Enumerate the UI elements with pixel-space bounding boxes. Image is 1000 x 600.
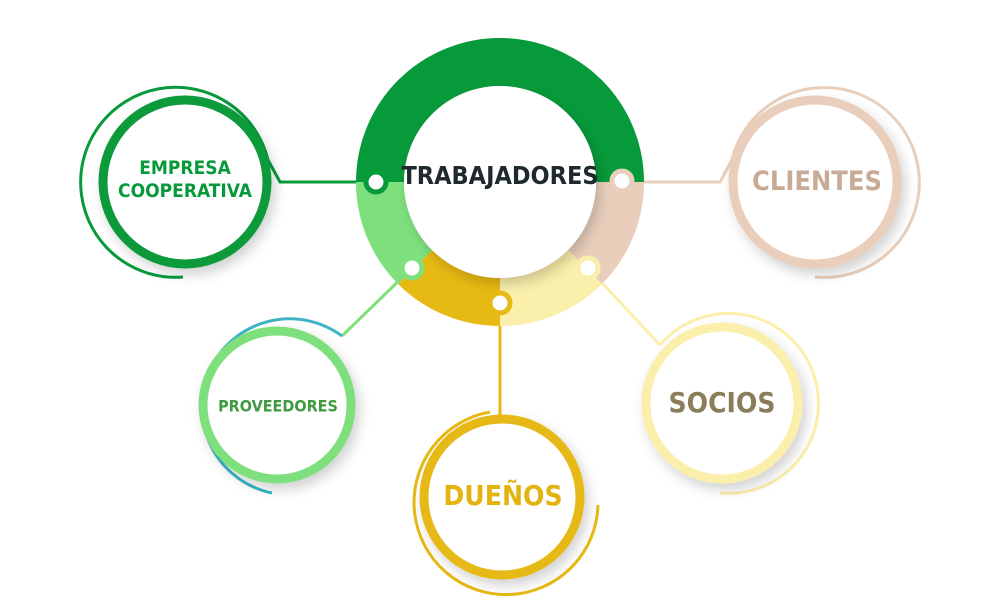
node-socios-graphic <box>641 311 820 495</box>
ring-dot-clientes <box>609 168 635 194</box>
node-clientes-label: CLIENTES <box>752 165 882 197</box>
ring-dot-socios <box>575 255 601 281</box>
node-socios-label: SOCIOS <box>668 386 776 420</box>
node-duenos-label: DUEÑOS <box>443 479 563 513</box>
ring-segment-empresa <box>356 38 644 183</box>
node-empresa-graphic <box>79 85 272 279</box>
node-proveedores-label: PROVEEDORES <box>218 396 338 416</box>
connector-empresa <box>266 159 376 184</box>
ring-dot-duenos <box>487 290 513 316</box>
center-label: TRABAJADORES <box>401 161 599 190</box>
ring-dot-empresa <box>363 169 389 195</box>
ring-dot-proveedores <box>399 255 425 281</box>
node-empresa-label: EMPRESA COOPERATIVA <box>118 157 252 202</box>
node-proveedores-graphic <box>198 317 356 495</box>
node-duenos-graphic <box>412 410 600 597</box>
node-clientes-graphic <box>728 85 921 279</box>
connector-clientes <box>622 159 734 184</box>
center-circle <box>404 86 596 278</box>
